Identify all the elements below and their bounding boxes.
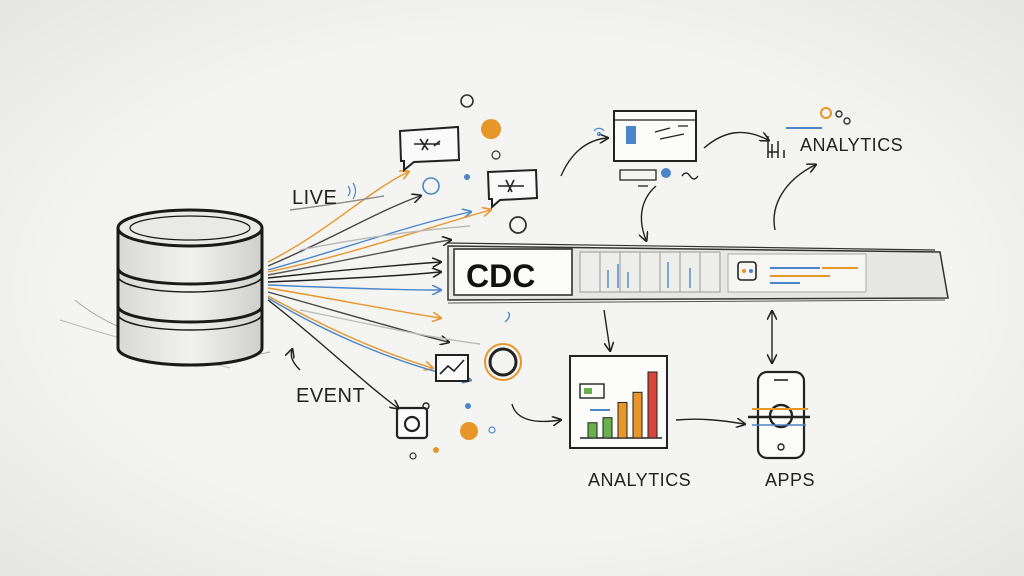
- label-analytics-top: ANALYTICS: [800, 135, 903, 155]
- mobile-phone-icon: [748, 370, 810, 460]
- chart-bars: [587, 371, 658, 439]
- arrow-to-dashboard: [560, 138, 607, 177]
- chart-bar: [632, 391, 643, 439]
- chart-bar: [617, 401, 628, 439]
- arrow-to-analytics-top: [703, 131, 768, 149]
- analytics-mini-icon: [767, 127, 822, 158]
- chart-bar: [647, 371, 658, 439]
- label-analytics-bottom: ANALYTICS: [588, 470, 691, 490]
- signal-icon: [347, 182, 357, 200]
- decorative-dots: [409, 94, 851, 460]
- label-apps: APPS: [765, 470, 815, 490]
- database-icon: [59, 208, 271, 369]
- label-live: LIVE: [292, 187, 337, 209]
- arrow-cdc-to-chart: [603, 309, 610, 350]
- label-event: EVENT: [296, 385, 365, 407]
- ring-icon: [484, 343, 522, 381]
- wifi-icon: [593, 127, 605, 137]
- arrow-dashboard-to-cdc: [641, 185, 657, 240]
- trend-chart-icon: [435, 354, 469, 382]
- arrow-cdc-to-analytics-top: [773, 165, 815, 231]
- arrow-chart-to-apps: [675, 419, 744, 424]
- cdc-label: CDC: [466, 258, 535, 294]
- mini-legend: [579, 383, 610, 411]
- cdc-pipeline: CDC: [447, 242, 949, 304]
- bar-chart-icon: [569, 355, 668, 449]
- chat-bubble-icon: [398, 125, 461, 173]
- arrow-ring-to-chart: [511, 403, 560, 421]
- chart-bar: [602, 417, 613, 439]
- return-arrow: [291, 350, 301, 371]
- app-widget-icon: [737, 261, 757, 281]
- dashboard-window-icon: [613, 110, 699, 187]
- chart-bar: [587, 422, 598, 439]
- camera-icon: [395, 402, 430, 440]
- chat-bubble-icon: [486, 168, 539, 210]
